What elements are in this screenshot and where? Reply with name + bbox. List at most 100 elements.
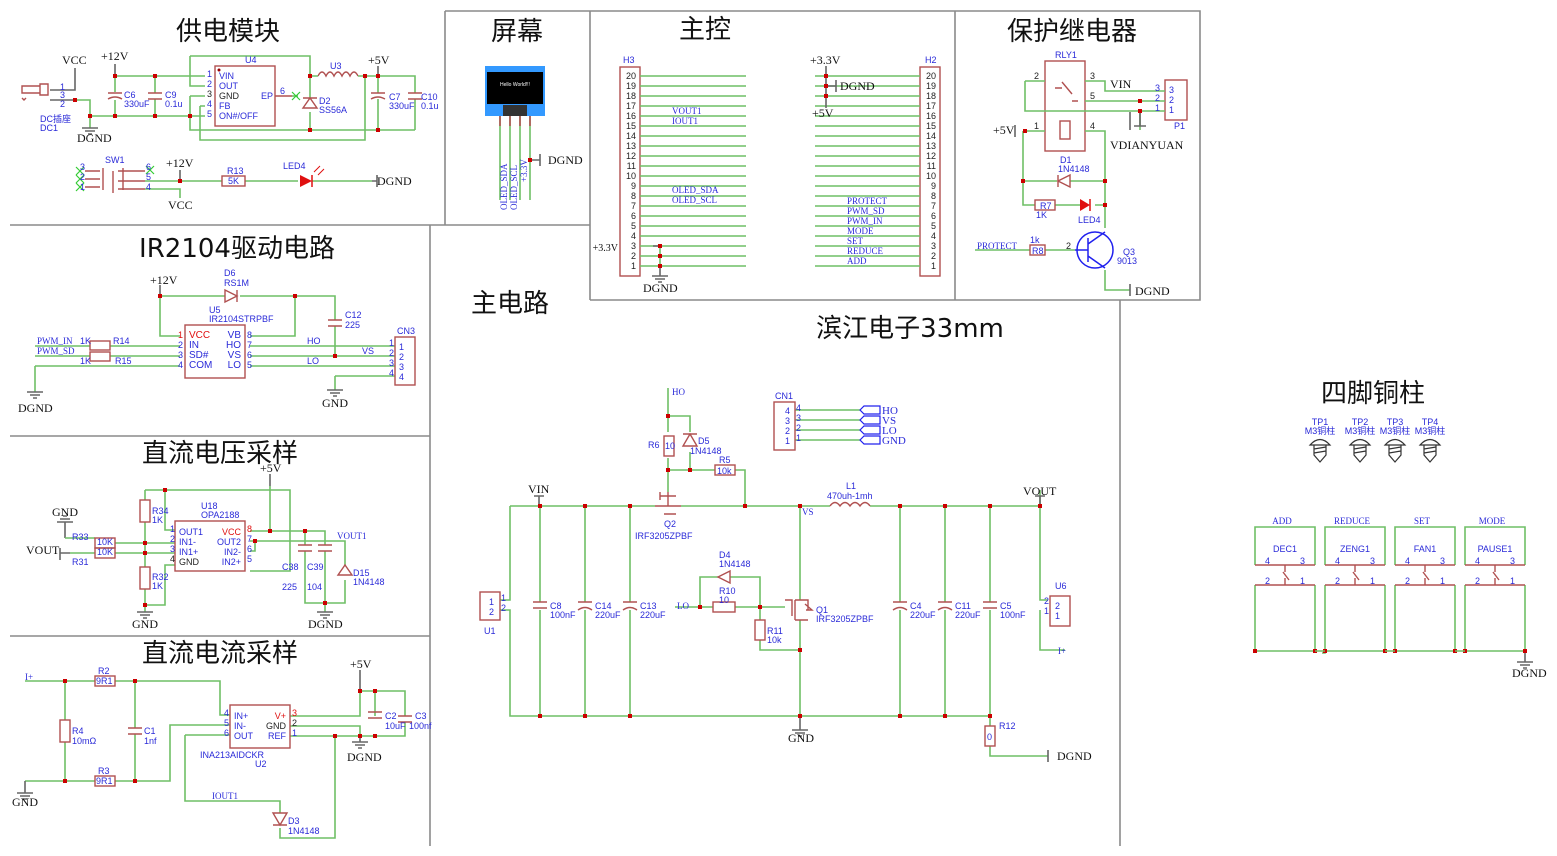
section-title: 主控 xyxy=(679,15,731,45)
label: 1K xyxy=(80,336,91,346)
button-wire xyxy=(1464,526,1526,652)
pin-number: 8 xyxy=(931,191,936,201)
label: 4 xyxy=(224,708,229,718)
label: DGND xyxy=(1512,666,1547,680)
label: 1 xyxy=(170,524,175,534)
label: DGND xyxy=(840,79,875,93)
connector-cn1 xyxy=(773,401,796,451)
label: MODE xyxy=(847,226,874,236)
label: U18 xyxy=(201,501,218,511)
testpoint-value: M3铜柱 xyxy=(1345,425,1376,436)
pin-number: 2 xyxy=(1475,576,1480,586)
label: DGND xyxy=(548,153,583,167)
pin-number: 1 xyxy=(931,261,936,271)
label: 1 xyxy=(399,342,404,352)
pin-number: 7 xyxy=(931,201,936,211)
pin-number: 1 xyxy=(631,261,636,271)
label: LO xyxy=(307,356,319,366)
label: +12V xyxy=(166,156,194,170)
pin-number: 18 xyxy=(926,91,936,101)
label: R11 xyxy=(767,626,783,636)
label: 4 xyxy=(170,554,175,564)
pin-number: 3 xyxy=(1510,556,1515,566)
testpoint-ref: TP1 xyxy=(1312,417,1329,427)
label: C13 xyxy=(640,601,657,611)
pin-number: 11 xyxy=(927,161,936,171)
label: 3 xyxy=(60,90,65,100)
label: PWM_SD xyxy=(37,346,75,356)
button-ref: DEC1 xyxy=(1273,544,1297,554)
label: R10 xyxy=(719,586,736,596)
pin-number: 3 xyxy=(1370,556,1375,566)
voltage-sample xyxy=(57,474,354,619)
label: R31 xyxy=(72,557,89,567)
pin-number: 17 xyxy=(626,101,636,111)
label: C38 xyxy=(282,562,299,572)
label: OUT xyxy=(234,731,254,741)
label: REF xyxy=(268,731,287,741)
pushbutton-icon[interactable] xyxy=(1255,564,1315,586)
label: 1 xyxy=(1155,103,1160,113)
ina213-chip xyxy=(229,704,291,749)
label: OUT2 xyxy=(217,537,241,547)
label: 3 xyxy=(207,89,212,99)
label: GND xyxy=(322,396,348,410)
label: INA213AIDCKR xyxy=(200,750,265,760)
label: DGND xyxy=(18,401,53,415)
schottky-diode-icon xyxy=(301,96,319,109)
screw-standoff-icon xyxy=(1348,438,1372,463)
label: PROTECT xyxy=(977,241,1018,251)
label: 5 xyxy=(247,360,252,370)
pushbutton-icon[interactable] xyxy=(1395,564,1455,586)
label: 1 xyxy=(489,597,494,607)
label: 470uh-1mh xyxy=(827,491,873,501)
label: 3 xyxy=(389,358,394,368)
label: 2 xyxy=(399,352,404,362)
label: 8 xyxy=(247,524,252,534)
pin-number: 20 xyxy=(926,71,936,81)
opa2188-chip xyxy=(174,520,246,572)
label: 10k xyxy=(717,466,732,476)
connector-u6 xyxy=(1049,595,1071,627)
label: IN2+ xyxy=(222,557,241,567)
pin-number: 4 xyxy=(1335,556,1340,566)
label: 10K xyxy=(97,537,113,547)
pushbutton-icon[interactable] xyxy=(1465,564,1525,586)
pin-number: 4 xyxy=(631,231,636,241)
label: 4 xyxy=(785,406,790,416)
label: 0.1u xyxy=(421,101,439,111)
label: VCC xyxy=(222,527,242,537)
pin-number: 16 xyxy=(926,111,936,121)
section-title: 四脚铜柱 xyxy=(1321,379,1425,409)
label: 5 xyxy=(247,554,252,564)
label: 4 xyxy=(146,182,151,192)
label: DGND xyxy=(347,750,382,764)
label: U5 xyxy=(209,305,221,315)
label: VS xyxy=(228,350,242,361)
label: 3 xyxy=(1169,85,1174,95)
label: 2 xyxy=(785,426,790,436)
label: 3 xyxy=(785,416,790,426)
label: 4 xyxy=(1090,121,1095,131)
label: 1 xyxy=(1034,121,1039,131)
label: 2 xyxy=(207,79,212,89)
label: 9013 xyxy=(1117,256,1137,266)
label: R32 xyxy=(152,572,169,582)
label: R6 xyxy=(648,440,660,450)
pin-number: 14 xyxy=(626,131,636,141)
mosfet-q2-icon xyxy=(655,492,681,515)
pin-number: 1 xyxy=(1370,576,1375,586)
label: 2 xyxy=(501,603,506,613)
pin-number: 4 xyxy=(1475,556,1480,566)
label: C10 xyxy=(421,92,438,102)
label: C1 xyxy=(144,726,156,736)
label: 3 xyxy=(796,413,801,423)
label: VIN xyxy=(1110,77,1132,91)
section-title: 保护继电器 xyxy=(1007,17,1137,47)
pushbutton-icon[interactable] xyxy=(1325,564,1385,586)
label: 220uF xyxy=(955,610,981,620)
pin-number: 15 xyxy=(626,121,636,131)
pin-number: 6 xyxy=(931,211,936,221)
pin-number: 12 xyxy=(626,151,636,161)
label: 4 xyxy=(178,360,183,370)
